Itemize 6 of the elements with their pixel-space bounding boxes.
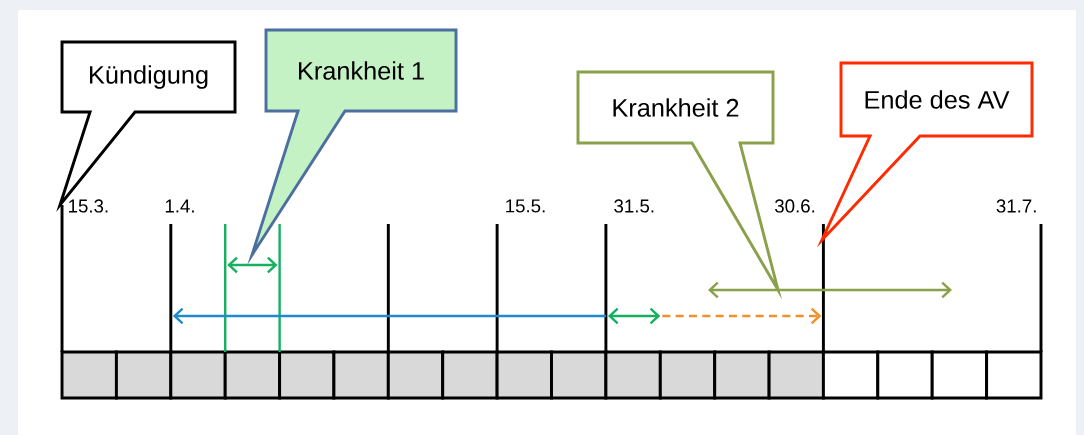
date-label: 31.7. — [996, 199, 1036, 213]
date-label: 15.5. — [506, 199, 545, 213]
date-label: 1.4. — [165, 199, 194, 213]
callout-box: Krankheit 1 — [247, 28, 458, 266]
date-label: 31.5. — [614, 199, 654, 213]
date-label: 15.3. — [69, 199, 108, 213]
